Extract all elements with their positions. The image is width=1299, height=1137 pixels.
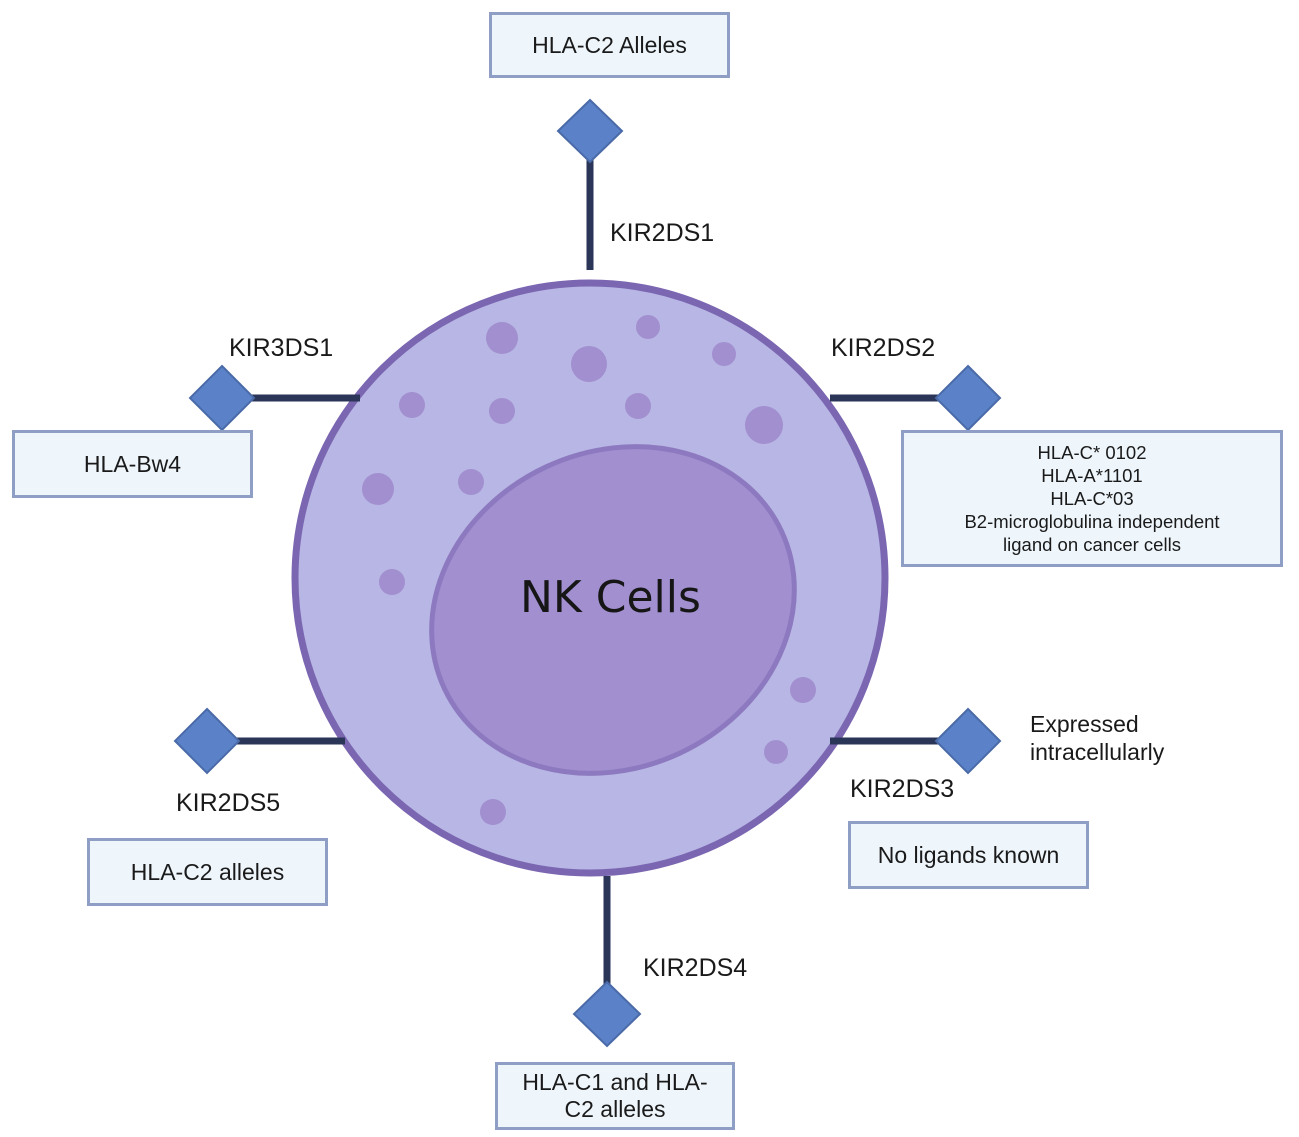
- receptor-heads: [173, 98, 1002, 1048]
- granule: [625, 393, 651, 419]
- kir2ds3-note-line: Expressed: [1030, 711, 1139, 737]
- kir2ds2-ligand-line: HLA-A*1101: [1041, 465, 1143, 486]
- nucleus: [429, 444, 797, 776]
- granule: [489, 398, 515, 424]
- granule: [712, 342, 736, 366]
- kir2ds3-receptor-head: [934, 707, 1002, 775]
- kir2ds2-ligand-line: ligand on cancer cells: [1003, 534, 1181, 555]
- kir2ds1-ligand-box: HLA-C2 Alleles: [489, 12, 730, 78]
- kir2ds4-ligand-box: HLA-C1 and HLA- C2 alleles: [495, 1062, 735, 1130]
- kir2ds1-ligand: HLA-C2 Alleles: [532, 31, 687, 58]
- kir2ds3-note: Expressed intracellularly: [1030, 710, 1164, 766]
- granule: [790, 677, 816, 703]
- granules: [362, 315, 816, 825]
- granule: [745, 406, 783, 444]
- granule: [486, 322, 518, 354]
- kir2ds5-label: KIR2DS5: [176, 789, 281, 817]
- kir2ds4-label: KIR2DS4: [643, 954, 748, 982]
- receptor-stalks: [235, 160, 940, 986]
- granule: [571, 346, 607, 382]
- granule: [362, 473, 394, 505]
- cell-title: NK Cells: [520, 572, 701, 623]
- granule: [636, 315, 660, 339]
- kir2ds4-receptor-head: [572, 980, 642, 1048]
- kir2ds2-label: KIR2DS2: [831, 334, 936, 362]
- kir3ds1-label: KIR3DS1: [229, 334, 334, 362]
- kir2ds5-ligand: HLA-C2 alleles: [130, 858, 285, 885]
- granule: [399, 392, 425, 418]
- granule: [458, 469, 484, 495]
- kir2ds2-ligand-line: HLA-C*03: [1050, 488, 1134, 509]
- kir2ds3-note-line: intracellularly: [1030, 739, 1165, 765]
- kir3ds1-ligand: HLA-Bw4: [83, 450, 182, 477]
- kir3ds1-receptor-head: [188, 364, 256, 432]
- kir2ds3-ligand: No ligands known: [877, 841, 1060, 868]
- granule: [379, 569, 405, 595]
- kir2ds1-label: KIR2DS1: [610, 219, 715, 247]
- kir2ds2-ligand-line: B2-microglobulina independent: [964, 511, 1220, 532]
- kir2ds2-receptor-head: [934, 364, 1002, 432]
- granule: [764, 740, 788, 764]
- kir2ds3-label: KIR2DS3: [850, 775, 955, 803]
- kir2ds4-ligand-line: HLA-C1 and HLA-: [522, 1069, 708, 1095]
- kir3ds1-ligand-box: HLA-Bw4: [12, 430, 253, 498]
- granule: [480, 799, 506, 825]
- kir2ds2-ligand-line: HLA-C* 0102: [1037, 442, 1147, 463]
- kir2ds5-receptor-head: [173, 707, 241, 775]
- kir2ds2-ligand-box: HLA-C* 0102 HLA-A*1101 HLA-C*03 B2-micro…: [901, 430, 1283, 567]
- kir2ds1-receptor-head: [556, 98, 624, 164]
- kir2ds3-ligand-box: No ligands known: [848, 821, 1089, 889]
- kir2ds4-ligand-line: C2 alleles: [564, 1096, 666, 1122]
- kir2ds5-ligand-box: HLA-C2 alleles: [87, 838, 328, 906]
